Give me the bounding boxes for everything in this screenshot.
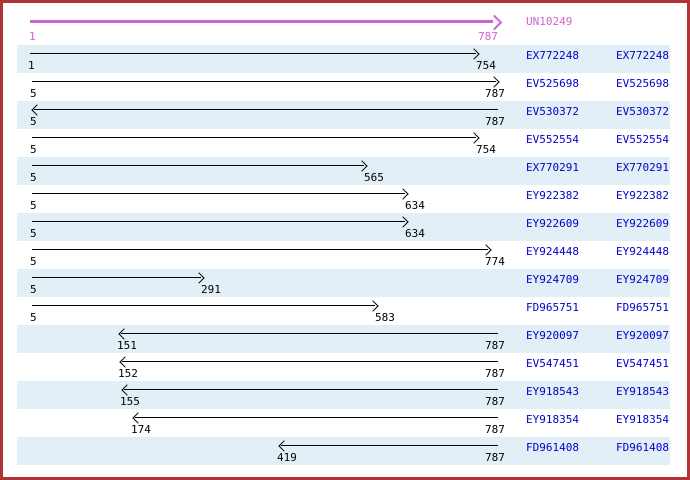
read-end-coord: 787 <box>485 451 505 464</box>
read-label[interactable]: EY922382 <box>526 189 579 202</box>
contig-arrowhead-icon <box>486 14 503 31</box>
read-label-secondary[interactable]: EV525698 <box>616 77 669 90</box>
read-label[interactable]: EY924448 <box>526 245 579 258</box>
row-stripe <box>17 325 670 353</box>
read-arrow <box>32 193 405 194</box>
read-start-coord: 152 <box>118 367 138 380</box>
read-label-secondary[interactable]: EY924709 <box>616 273 669 286</box>
read-label[interactable]: EY918354 <box>526 413 579 426</box>
read-label[interactable]: FD965751 <box>526 301 579 314</box>
read-start-coord: 5 <box>30 311 37 324</box>
read-arrow <box>281 445 498 446</box>
read-start-coord: 155 <box>120 395 140 408</box>
read-arrow <box>32 81 496 82</box>
arrowhead-right-icon <box>488 76 500 88</box>
read-arrow <box>32 165 364 166</box>
read-end-coord: 787 <box>485 339 505 352</box>
arrowhead-right-icon <box>367 300 379 312</box>
read-arrow <box>32 277 201 278</box>
read-arrow <box>30 53 476 54</box>
read-end-coord: 754 <box>476 143 496 156</box>
contig-start-coord: 1 <box>29 30 36 43</box>
read-arrow <box>32 137 476 138</box>
read-label-secondary[interactable]: EV547451 <box>616 357 669 370</box>
read-label-secondary[interactable]: EV552554 <box>616 133 669 146</box>
arrowhead-left-icon <box>119 356 131 368</box>
read-arrow <box>121 333 498 334</box>
read-label[interactable]: EX772248 <box>526 49 579 62</box>
read-label[interactable]: EY924709 <box>526 273 579 286</box>
read-end-coord: 754 <box>476 59 496 72</box>
read-end-coord: 774 <box>485 255 505 268</box>
read-start-coord: 5 <box>30 199 37 212</box>
row-stripe <box>17 213 670 241</box>
read-label[interactable]: EY922609 <box>526 217 579 230</box>
read-arrow <box>34 109 498 110</box>
read-end-coord: 787 <box>485 115 505 128</box>
read-label-secondary[interactable]: EV530372 <box>616 105 669 118</box>
read-arrow <box>124 389 498 390</box>
read-start-coord: 1 <box>28 59 35 72</box>
arrowhead-right-icon <box>397 188 409 200</box>
read-label[interactable]: EV547451 <box>526 357 579 370</box>
read-end-coord: 787 <box>485 87 505 100</box>
row-stripe <box>17 101 670 129</box>
row-stripe <box>17 269 670 297</box>
row-stripe <box>17 157 670 185</box>
read-label[interactable]: FD961408 <box>526 441 579 454</box>
read-label[interactable]: EV530372 <box>526 105 579 118</box>
read-arrow <box>32 249 488 250</box>
read-label[interactable]: EX770291 <box>526 161 579 174</box>
read-start-coord: 5 <box>30 255 37 268</box>
read-label-secondary[interactable]: EX772248 <box>616 49 669 62</box>
row-stripe <box>17 437 670 465</box>
read-start-coord: 5 <box>30 115 37 128</box>
read-arrow <box>32 305 375 306</box>
read-label-secondary[interactable]: EY918354 <box>616 413 669 426</box>
contig-label[interactable]: UN10249 <box>526 15 573 28</box>
read-start-coord: 151 <box>117 339 137 352</box>
read-label-secondary[interactable]: FD965751 <box>616 301 669 314</box>
read-label-secondary[interactable]: EY920097 <box>616 329 669 342</box>
read-start-coord: 419 <box>277 451 297 464</box>
read-end-coord: 291 <box>201 283 221 296</box>
read-arrow <box>135 417 498 418</box>
arrowhead-right-icon <box>468 132 480 144</box>
read-label-secondary[interactable]: EY924448 <box>616 245 669 258</box>
read-end-coord: 787 <box>485 423 505 436</box>
read-end-coord: 787 <box>485 367 505 380</box>
read-arrow <box>32 221 405 222</box>
read-label[interactable]: EV525698 <box>526 77 579 90</box>
read-label-secondary[interactable]: EY922382 <box>616 189 669 202</box>
read-end-coord: 787 <box>485 395 505 408</box>
read-start-coord: 5 <box>30 171 37 184</box>
arrowhead-right-icon <box>480 244 492 256</box>
read-label-secondary[interactable]: EX770291 <box>616 161 669 174</box>
read-start-coord: 174 <box>131 423 151 436</box>
read-start-coord: 5 <box>30 283 37 296</box>
read-end-coord: 634 <box>405 199 425 212</box>
contig-end-coord: 787 <box>478 30 498 43</box>
read-label-secondary[interactable]: EY922609 <box>616 217 669 230</box>
read-end-coord: 565 <box>364 171 384 184</box>
read-arrow <box>122 361 498 362</box>
contig-arrow <box>30 20 493 23</box>
row-stripe <box>17 381 670 409</box>
read-label-secondary[interactable]: EY918543 <box>616 385 669 398</box>
read-end-coord: 583 <box>375 311 395 324</box>
read-label[interactable]: EV552554 <box>526 133 579 146</box>
read-start-coord: 5 <box>30 143 37 156</box>
read-label-secondary[interactable]: FD961408 <box>616 441 669 454</box>
row-stripe <box>17 45 670 73</box>
read-start-coord: 5 <box>30 87 37 100</box>
read-label[interactable]: EY920097 <box>526 329 579 342</box>
read-end-coord: 634 <box>405 227 425 240</box>
read-label[interactable]: EY918543 <box>526 385 579 398</box>
arrowhead-left-icon <box>132 412 144 424</box>
read-start-coord: 5 <box>30 227 37 240</box>
